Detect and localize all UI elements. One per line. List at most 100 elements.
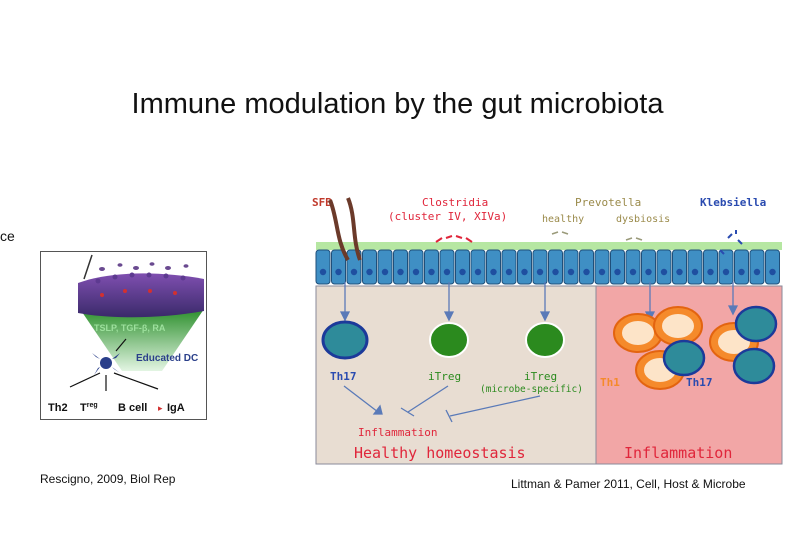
epithelial-cell	[625, 249, 641, 285]
epithelial-nucleus	[567, 268, 575, 276]
epithelial-cell	[610, 249, 625, 285]
epithelial-cell	[470, 249, 486, 285]
klebsiella-bacteria	[719, 230, 743, 255]
epithelial-nucleus	[412, 268, 420, 276]
th17-label-right: Th17	[686, 376, 713, 389]
epithelium	[315, 249, 780, 285]
factors-label: TSLP, TGF-β, RA	[94, 323, 166, 333]
epithelial-nucleus	[645, 268, 652, 276]
probe-line	[83, 254, 93, 280]
dc-output-arrows	[69, 372, 159, 391]
left-citation: Rescigno, 2009, Biol Rep	[40, 472, 176, 486]
epithelial-cell	[315, 249, 331, 285]
epithelial-cell	[641, 249, 656, 285]
right-figure: SFB Clostridia (cluster IV, XIVa) Prevot…	[312, 196, 783, 465]
sfb-label: SFB	[312, 196, 332, 209]
epithelial-cell	[362, 249, 377, 285]
epithelial-nucleus	[583, 268, 590, 276]
clostridia-bacteria	[435, 235, 473, 243]
left-figure: TSLP, TGF-β, RA Educated DC Th2 Treg B c…	[40, 251, 207, 420]
epithelial-cell	[424, 249, 439, 285]
th17-cell-left	[321, 320, 369, 360]
itreg-cell-1	[429, 322, 469, 358]
epithelial-nucleus	[366, 268, 373, 276]
epithelial-nucleus	[319, 268, 327, 276]
healthy-homeostasis-label: Healthy homeostasis	[354, 444, 526, 462]
epithelial-cell	[672, 249, 687, 285]
down-arrows	[339, 282, 739, 322]
epithelial-cell	[749, 249, 765, 285]
epithelial-nucleus	[769, 268, 776, 276]
educated-dc-label: Educated DC	[136, 353, 198, 364]
klebsiella-label: Klebsiella	[700, 196, 766, 209]
mucus-layer	[316, 242, 782, 250]
inflammation-panel-label: Inflammation	[624, 444, 732, 462]
prevotella-bacteria	[551, 231, 643, 241]
epithelial-cell	[594, 249, 610, 285]
slide-title: Immune modulation by the gut microbiota	[131, 88, 664, 120]
epithelial-nucleus	[722, 268, 730, 276]
epithelial-nucleus	[707, 268, 714, 276]
green-cone	[80, 309, 204, 371]
epithelial-nucleus	[381, 268, 389, 276]
epithelial-cell	[455, 249, 470, 285]
epithelial-cell	[532, 249, 548, 285]
epithelial-cell	[486, 249, 501, 285]
red-dots	[100, 289, 177, 297]
epithelial-cell	[408, 249, 424, 285]
epithelial-nucleus	[521, 268, 528, 276]
epithelial-nucleus	[660, 268, 668, 276]
epithelium-layer	[78, 273, 204, 318]
epithelial-nucleus	[753, 268, 761, 276]
itreg-cell-2	[525, 322, 565, 358]
epithelial-cell	[718, 249, 734, 285]
epithelial-cell	[377, 249, 393, 285]
epithelial-cell	[687, 249, 703, 285]
epithelial-nucleus	[691, 268, 699, 276]
itreg-label-1: iTreg	[428, 370, 461, 383]
sfb-filament-2	[346, 197, 362, 261]
epithelial-nucleus	[397, 268, 404, 276]
epithelial-nucleus	[598, 268, 606, 276]
villi-marks	[95, 272, 186, 284]
epithelial-cell	[703, 249, 718, 285]
epithelial-nucleus	[676, 268, 683, 276]
edge-text-fragment: ce	[0, 228, 15, 244]
th1-label: Th1	[600, 376, 620, 389]
output-iga: IgA	[167, 402, 185, 414]
epithelial-cell	[331, 249, 346, 285]
epithelial-nucleus	[350, 268, 358, 276]
regulation-lines	[343, 385, 541, 423]
itreg-sub-label: (microbe-specific)	[480, 384, 583, 395]
epithelial-cell	[563, 249, 579, 285]
output-bcell: B cell	[118, 402, 147, 414]
right-citation: Littman & Pamer 2011, Cell, Host & Micro…	[511, 477, 746, 491]
epithelial-nucleus	[490, 268, 497, 276]
epithelial-nucleus	[428, 268, 435, 276]
epithelial-cell	[501, 249, 517, 285]
inflammation-small-label: Inflammation	[358, 426, 437, 439]
epithelial-nucleus	[335, 268, 342, 276]
clostridia-label: Clostridia	[422, 196, 488, 209]
bacteria-dots	[99, 262, 189, 271]
clostridia-sub-label: (cluster IV, XIVa)	[388, 210, 507, 223]
epithelial-cell	[734, 249, 749, 285]
epithelial-cell	[517, 249, 532, 285]
epithelial-nucleus	[536, 268, 544, 276]
prevotella-label: Prevotella	[575, 196, 641, 209]
epithelial-nucleus	[629, 268, 637, 276]
epithelial-nucleus	[552, 268, 559, 276]
healthy-panel	[315, 285, 603, 465]
itreg-label-2: iTreg	[524, 370, 557, 383]
epithelial-cell	[765, 249, 780, 285]
healthy-label: healthy	[542, 214, 584, 225]
dendritic-cell	[92, 349, 120, 375]
epithelial-nucleus	[614, 268, 621, 276]
epithelial-nucleus	[474, 268, 482, 276]
epithelial-nucleus	[738, 268, 745, 276]
bcell-arrow-icon: ▸	[158, 403, 163, 413]
epithelial-cell	[579, 249, 594, 285]
epithelial-cell	[656, 249, 672, 285]
output-th2: Th2	[48, 402, 68, 414]
epithelial-cell	[439, 249, 455, 285]
